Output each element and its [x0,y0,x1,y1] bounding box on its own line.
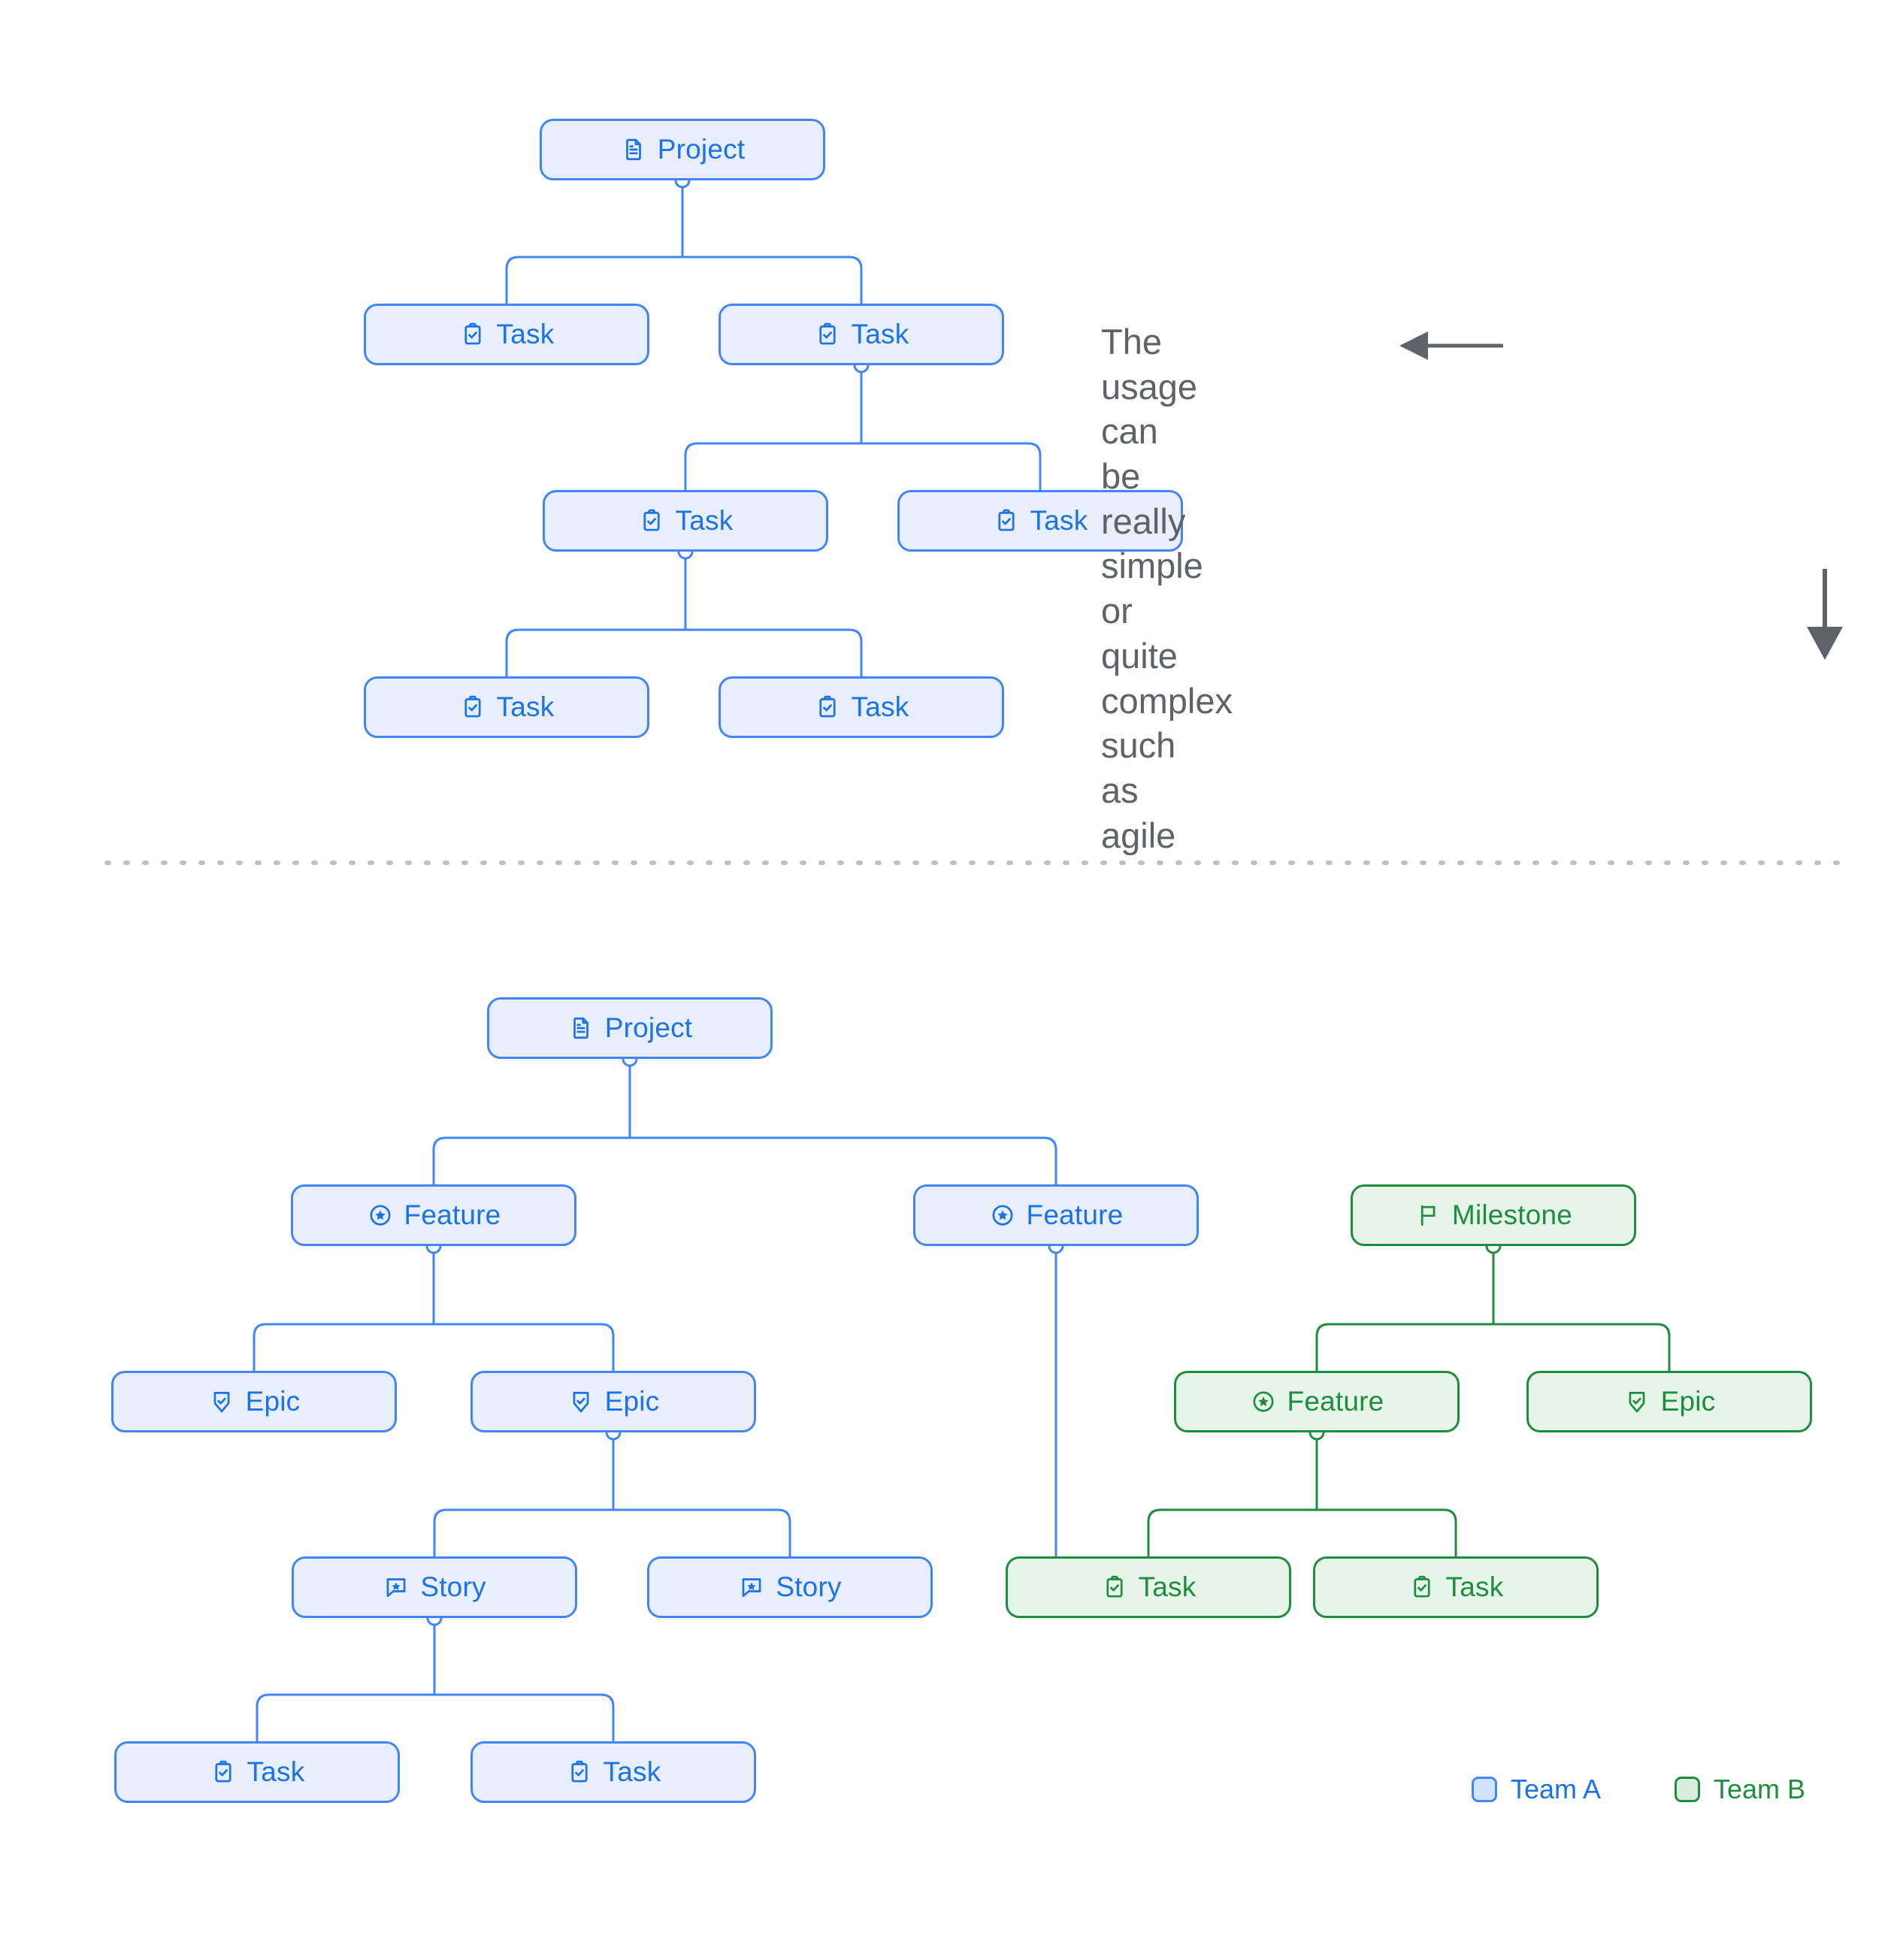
node-story[interactable]: Story [292,1556,577,1618]
node-feature[interactable]: Feature [913,1184,1199,1246]
task-icon [566,1759,593,1786]
epic-icon [1623,1388,1650,1415]
task-icon [459,321,486,348]
node-story[interactable]: Story [647,1556,933,1618]
node-project[interactable]: Project [487,997,773,1059]
node-label: Task [851,318,909,349]
node-label: Task [1445,1571,1504,1602]
node-task[interactable]: Task [719,304,1004,365]
connector-branch [681,256,863,305]
legend-swatch-team-b [1675,1777,1700,1802]
connector-branch [432,1136,631,1186]
feature-icon [367,1202,394,1229]
node-task[interactable]: Task [470,1741,756,1803]
task-icon [814,694,841,721]
node-label: Task [603,1756,661,1787]
connector-branch [253,1323,435,1372]
node-task[interactable]: Task [364,676,649,738]
connector-branch [505,628,687,678]
node-project[interactable]: Project [540,119,825,180]
node-task[interactable]: Task [114,1741,400,1803]
legend-label-team-a: Team A [1511,1774,1602,1804]
feature-icon [989,1202,1016,1229]
legend-item-team-a: Team A [1472,1774,1601,1805]
milestone-icon [1414,1202,1442,1229]
node-feature[interactable]: Feature [291,1184,576,1246]
node-label: Epic [1660,1385,1716,1417]
connector-branch [1315,1508,1457,1558]
task-icon [210,1759,237,1786]
connector-branch [256,1693,436,1743]
node-task[interactable]: Task [897,490,1183,552]
node-epic[interactable]: Epic [111,1371,397,1432]
node-label: Task [1138,1571,1197,1602]
document-icon [567,1015,594,1042]
connector-branch [612,1508,791,1558]
node-label: Task [675,504,734,536]
task-icon [993,507,1020,534]
node-label: Project [604,1012,693,1043]
node-epic[interactable]: Epic [470,1371,756,1432]
connector-branch [433,1693,615,1743]
task-icon [459,694,486,721]
connector-branch [433,1508,615,1558]
connector-branch [860,442,1042,492]
node-label: Task [247,1756,305,1787]
story-icon [738,1574,765,1601]
node-label: Task [496,691,555,722]
node-task[interactable]: Task [1313,1556,1599,1618]
node-label: Story [420,1571,486,1602]
task-icon [638,507,665,534]
epic-icon [208,1388,235,1415]
document-icon [620,136,647,163]
node-feature[interactable]: Feature [1174,1371,1460,1432]
connector-branch [684,442,863,492]
node-label: Epic [245,1385,301,1417]
down-arrow-icon [1807,569,1843,660]
connector-branch [684,628,863,678]
legend-label-team-b: Team B [1714,1774,1806,1804]
connector-branch [1147,1508,1318,1558]
legend-item-team-b: Team B [1675,1774,1805,1805]
node-label: Task [1030,504,1088,536]
left-arrow-icon [1399,331,1503,360]
node-task[interactable]: Task [364,304,649,365]
node-label: Epic [604,1385,660,1417]
node-label: Feature [404,1199,501,1230]
node-task[interactable]: Task [543,490,828,552]
node-label: Task [496,318,555,349]
node-label: Task [851,691,909,722]
node-epic[interactable]: Epic [1526,1371,1812,1432]
task-icon [1408,1574,1436,1601]
node-label: Feature [1287,1385,1384,1417]
feature-icon [1250,1388,1277,1415]
connector-branch [1315,1323,1495,1372]
story-icon [383,1574,410,1601]
node-label: Feature [1026,1199,1124,1230]
node-label: Story [776,1571,842,1602]
connector-branch [432,1323,615,1372]
connector-branch [628,1136,1057,1186]
legend-swatch-team-a [1472,1777,1497,1802]
task-icon [1101,1574,1128,1601]
epic-icon [567,1388,594,1415]
connector-branch [1492,1323,1671,1372]
node-task[interactable]: Task [719,676,1004,738]
node-label: Project [657,133,746,165]
node-label: Milestone [1451,1199,1573,1230]
node-milestone[interactable]: Milestone [1351,1184,1636,1246]
node-task[interactable]: Task [1006,1556,1291,1618]
task-icon [814,321,841,348]
connector-branch [505,256,684,305]
